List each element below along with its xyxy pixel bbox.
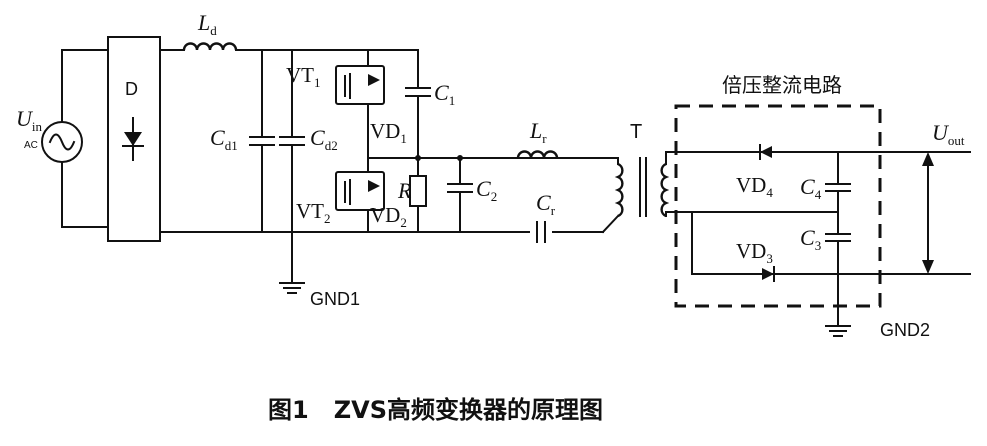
rectifier-block bbox=[107, 36, 161, 242]
gnd1-label: GND1 bbox=[310, 289, 360, 309]
transformer-t bbox=[601, 151, 670, 234]
gnd2-label: GND2 bbox=[880, 320, 930, 340]
rectifier-label: D bbox=[125, 79, 138, 99]
cd2-label: Cd2 bbox=[310, 125, 338, 153]
ac-source bbox=[41, 49, 109, 228]
vd3-label: VD3 bbox=[736, 239, 773, 266]
ground-symbol-gnd1 bbox=[279, 282, 305, 294]
capacitor-cd2 bbox=[279, 49, 305, 284]
vt1-label: VT1 bbox=[286, 63, 321, 90]
lr-label: Lr bbox=[529, 118, 547, 146]
capacitor-c2 bbox=[447, 155, 473, 233]
ld-label: Ld bbox=[197, 10, 217, 38]
cr-label: Cr bbox=[536, 190, 556, 218]
cd1-label: Cd1 bbox=[210, 125, 238, 153]
uout-label: Uout bbox=[932, 120, 965, 148]
inductor-ld bbox=[182, 42, 238, 51]
doubler-title: 倍压整流电路 bbox=[722, 73, 842, 97]
ac-label: AC bbox=[24, 140, 38, 151]
capacitor-c1 bbox=[405, 49, 431, 161]
resistor-r bbox=[409, 157, 427, 233]
capacitor-cd1 bbox=[249, 49, 275, 233]
uin-label: Uin bbox=[16, 106, 43, 134]
t-label: T bbox=[630, 121, 642, 143]
doubler-circuit bbox=[665, 144, 971, 337]
r-label: R bbox=[397, 178, 412, 203]
switch-leg bbox=[335, 49, 605, 233]
doubler-box bbox=[674, 104, 882, 308]
vt2-label: VT2 bbox=[296, 199, 331, 226]
figure-caption: 图1 ZVS高频变换器的原理图 bbox=[268, 396, 603, 424]
vd1-label: VD1 bbox=[370, 119, 407, 146]
vd2-label: VD2 bbox=[370, 203, 407, 230]
inductor-lr bbox=[516, 150, 559, 159]
c4-label: C4 bbox=[800, 174, 822, 202]
c2-label: C2 bbox=[476, 176, 497, 204]
c3-label: C3 bbox=[800, 225, 821, 253]
vd4-label: VD4 bbox=[736, 173, 773, 200]
c1-label: C1 bbox=[434, 80, 455, 108]
capacitor-cr bbox=[530, 221, 552, 243]
